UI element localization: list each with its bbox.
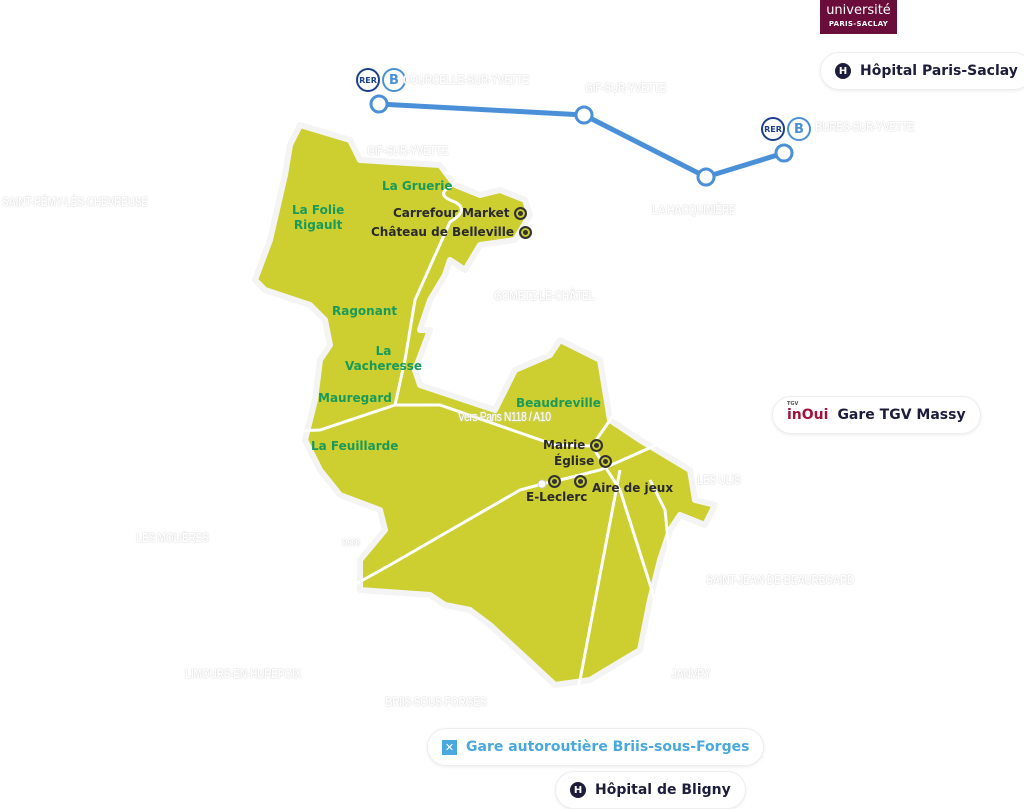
town-label: BRIIS-SOUS-FORGES	[385, 694, 487, 709]
hospital-icon: H	[570, 782, 586, 798]
poi-carrefour-market[interactable]: Carrefour Market	[393, 206, 528, 220]
poi-mairie[interactable]: Mairie	[543, 438, 604, 452]
town-label: LIMOURS-EN-HUREPOIX	[185, 666, 302, 681]
town-label: GOMETZ-LE-CHÂTEL	[494, 288, 595, 303]
station-bures	[774, 143, 794, 163]
gare-tgv-massy-pill[interactable]: TGV inOui Gare TGV Massy	[772, 396, 981, 434]
poi-marker-icon	[519, 225, 532, 239]
area-label-la-feuillarde: La Feuillarde	[311, 439, 399, 453]
town-label: GIF-SUR-YVETTE	[585, 80, 667, 95]
town-label: LES ULIS	[697, 472, 741, 487]
town-label: LA HACQUINIÈRE	[652, 202, 736, 217]
area-label-mauregard: Mauregard	[318, 391, 392, 405]
poi-eglise[interactable]: Église	[554, 454, 613, 468]
pedestrian-transit-icon: ✕	[442, 739, 457, 755]
poi-e-leclerc-marker[interactable]	[548, 475, 561, 488]
town-label: JANVRY	[671, 666, 711, 681]
town-label: GIF-SUR-YVETTE	[367, 143, 449, 158]
universite-paris-saclay-logo: université PARIS-SACLAY	[820, 0, 897, 34]
poi-marker-icon	[514, 206, 528, 220]
poi-marker-icon	[548, 475, 561, 488]
hopital-de-bligny-pill[interactable]: H Hôpital de Bligny	[555, 771, 746, 809]
poi-marker-icon	[599, 454, 613, 468]
road-junction-marker	[537, 479, 547, 489]
commune-shape	[252, 122, 718, 688]
poi-aire-de-jeux[interactable]: Aire de jeux	[574, 467, 673, 495]
town-label: BURES-SUR-YVETTE	[815, 119, 915, 134]
road-label: D988	[342, 538, 360, 549]
station-hacquiniere	[696, 167, 716, 187]
area-label-beaudreville: Beaudreville	[516, 396, 601, 410]
gare-autoroutiere-pill[interactable]: ✕ Gare autoroutière Briis-sous-Forges	[427, 728, 765, 766]
town-label: COURCELLE-SUR-YVETTE	[403, 72, 530, 87]
area-label-ragonant: Ragonant	[332, 304, 398, 318]
poi-chateau-de-belleville[interactable]: Château de Belleville	[371, 225, 532, 239]
poi-e-leclerc[interactable]: E-Leclerc	[526, 490, 588, 504]
town-label: SAINT-JEAN-DE-BEAUREGARD	[706, 572, 855, 587]
area-label-la-gruerie: La Gruerie	[382, 179, 453, 193]
station-gif	[574, 105, 594, 125]
hopital-paris-saclay-pill[interactable]: H Hôpital Paris-Saclay	[820, 52, 1024, 90]
direction-label: Vers Paris N118 / A10	[458, 409, 551, 424]
poi-marker-icon	[590, 438, 604, 452]
tgv-inoui-logo-icon: TGV inOui	[787, 401, 829, 423]
hospital-icon: H	[835, 63, 851, 79]
poi-marker-icon	[574, 474, 587, 488]
rer-b-line	[369, 94, 794, 187]
station-courcelle	[369, 94, 389, 114]
town-label: SAINT-RÉMY-LÈS-CHEVREUSE	[2, 194, 148, 209]
town-label: LES MOLIÈRES	[136, 530, 209, 545]
